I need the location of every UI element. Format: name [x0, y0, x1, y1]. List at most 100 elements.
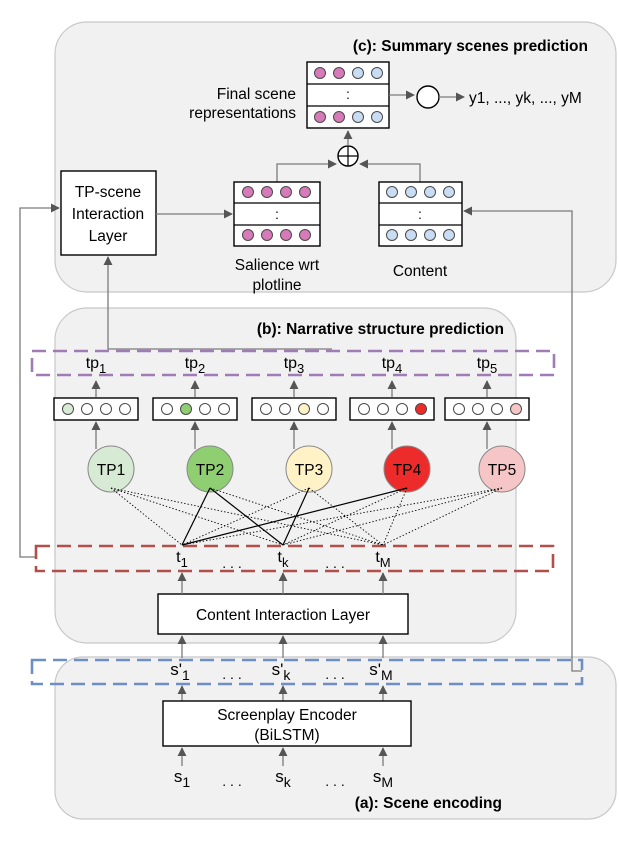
- vector-cell: [405, 186, 417, 198]
- connection-line: [282, 487, 408, 546]
- vector-cell: [443, 229, 455, 241]
- vector-cell: [119, 403, 131, 415]
- content-interaction-layer: [157, 593, 409, 635]
- vector-cell: [298, 403, 310, 415]
- tp-label-1: tp1: [86, 355, 107, 376]
- vector-cell: [218, 403, 230, 415]
- vector-cell: [242, 186, 254, 198]
- s-ellipsis-1: . . .: [222, 773, 241, 789]
- tp-scene-interaction-layer: [60, 170, 157, 256]
- vector-cell: [280, 186, 292, 198]
- vector-cell: [314, 111, 326, 123]
- connection-line: [110, 487, 384, 546]
- vector-cell: [491, 403, 503, 415]
- vector-cell: [415, 403, 427, 415]
- output-labels: y1, ..., yk, ..., yM: [469, 90, 582, 107]
- vector-cell: [472, 403, 484, 415]
- tp-label-3: tp3: [284, 355, 305, 376]
- connection-line: [382, 487, 408, 546]
- sprime-label-M: s'M: [369, 660, 392, 683]
- t-ellipsis-1: . . .: [222, 555, 241, 571]
- final-scene-matrix: :: [306, 61, 390, 129]
- vector-cell: [358, 403, 370, 415]
- t-dashed-group: [34, 544, 555, 573]
- connection-line: [181, 487, 408, 546]
- tp-vector-5: [444, 397, 530, 421]
- vector-cell: [371, 67, 383, 79]
- vector-cell: [396, 403, 408, 415]
- vector-cell: [352, 111, 364, 123]
- vector-cell: [279, 403, 291, 415]
- tp-vector-1: [53, 397, 139, 421]
- connection-line: [282, 487, 503, 546]
- vector-cell: [161, 403, 173, 415]
- vector-cell: [280, 229, 292, 241]
- panel-c-title: (c): Summary scenes prediction: [353, 38, 588, 55]
- tp-label-2: tp2: [185, 355, 206, 376]
- vector-cell: [333, 67, 345, 79]
- sprime-label-k: s'k: [272, 660, 292, 683]
- salience-label-line2: plotline: [252, 277, 301, 294]
- vector-cell: [261, 229, 273, 241]
- vector-cell: [443, 186, 455, 198]
- tp-scene-layer-line3: Layer: [89, 228, 128, 245]
- vector-cell: [377, 403, 389, 415]
- vector-cell: [81, 403, 93, 415]
- tp-node-4: TP4: [383, 445, 431, 493]
- vector-cell: [371, 111, 383, 123]
- salience-row-top: [242, 186, 311, 198]
- panel-summary-scenes: [54, 21, 617, 293]
- connection-line: [181, 487, 211, 546]
- panel-a-title: (a): Scene encoding: [355, 795, 502, 812]
- content-label: Content: [393, 263, 448, 280]
- content-row-bottom: [386, 229, 455, 241]
- vector-cell: [453, 403, 465, 415]
- vector-cell: [260, 403, 272, 415]
- svg-text:TP1: TP1: [97, 462, 125, 479]
- tp-label-4: tp4: [382, 355, 403, 376]
- vector-cell: [333, 111, 345, 123]
- t-label-k: tk: [278, 549, 289, 570]
- sprime-label-1: s'1: [170, 660, 190, 683]
- sprime-ellipsis-2: . . .: [325, 666, 344, 682]
- screenplay-encoder: [162, 700, 412, 747]
- vector-cell: [386, 229, 398, 241]
- svg-text:TP5: TP5: [488, 462, 516, 479]
- tp-vector-4: [349, 397, 435, 421]
- vector-cell: [180, 403, 192, 415]
- svg-text:TP4: TP4: [393, 462, 422, 479]
- vector-cell: [242, 229, 254, 241]
- panel-b-title: (b): Narrative structure prediction: [257, 321, 504, 338]
- tp-label-5: tp5: [477, 355, 498, 376]
- vector-cell: [62, 403, 74, 415]
- vector-cell: [299, 229, 311, 241]
- final-scene-label-line2: representations: [189, 105, 296, 122]
- tp-vector-2: [152, 397, 238, 421]
- tp-node-5: TP5: [478, 445, 526, 493]
- salience-matrix: :: [233, 181, 321, 247]
- tp-node-3: TP3: [285, 445, 333, 493]
- vector-cell: [261, 186, 273, 198]
- s-label-M: sM: [373, 767, 393, 790]
- connection-line: [382, 487, 503, 546]
- svg-text::: :: [418, 206, 422, 222]
- sigmoid-node: [416, 85, 440, 109]
- t-ellipsis-2: . . .: [325, 555, 344, 571]
- sum-node: [337, 145, 359, 167]
- svg-text::: :: [346, 86, 350, 102]
- tp-vector-3: [251, 397, 337, 421]
- final-scene-label-line1: Final scene: [217, 86, 296, 103]
- vector-cell: [317, 403, 329, 415]
- sprime-dashed-group: [30, 658, 584, 686]
- content-row-top: [386, 186, 455, 198]
- connection-line: [110, 487, 183, 546]
- tp-scene-layer-line1: TP-scene: [75, 184, 141, 201]
- svg-text::: :: [275, 206, 279, 222]
- salience-label-line1: Salience wrt: [235, 257, 320, 274]
- content-matrix: :: [378, 181, 463, 247]
- connection-line: [110, 487, 284, 546]
- s-label-k: sk: [275, 767, 292, 790]
- vector-cell: [100, 403, 112, 415]
- vector-cell: [386, 186, 398, 198]
